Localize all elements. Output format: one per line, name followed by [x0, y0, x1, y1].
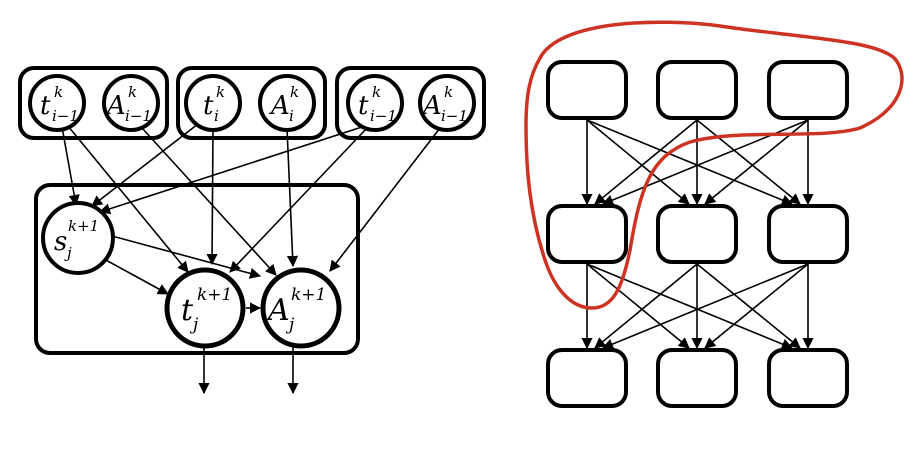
grid-edge-r1c2-to-r2c1 — [594, 119, 698, 205]
left-edges — [61, 123, 441, 395]
svg-text:j: j — [64, 244, 72, 262]
svg-text:i−1: i−1 — [125, 107, 152, 125]
svg-text:k: k — [54, 83, 63, 101]
edge-tprevb-to-s — [98, 125, 366, 215]
edge-s-to-t — [103, 258, 169, 295]
grid-edge-r2c3-to-r3c2 — [704, 263, 809, 349]
svg-text:s: s — [54, 227, 67, 257]
grid-node-r1-c3 — [767, 60, 849, 120]
svg-text:j: j — [285, 315, 295, 335]
grid-node-r2-c2 — [656, 204, 738, 264]
svg-text:A: A — [269, 91, 290, 121]
grid-node-r1-c1 — [546, 60, 628, 120]
svg-text:i−1: i−1 — [370, 107, 397, 125]
grid-node-r3-c1 — [546, 348, 628, 408]
svg-text:j: j — [189, 315, 199, 335]
node-t-prev-a: t k i−1 — [28, 74, 86, 132]
node-a-next: A k+1 j — [260, 267, 342, 349]
grid-edge-r1c2-to-r2c3 — [696, 119, 801, 205]
grid-edge-r1c1-to-r2c3 — [586, 119, 794, 206]
grid-edge-r2c2-to-r3c1 — [594, 263, 698, 349]
edge-tcur-to-s — [91, 123, 199, 207]
node-t-cur: t k i — [184, 74, 242, 132]
svg-text:k: k — [128, 83, 137, 101]
svg-text:t: t — [181, 293, 194, 328]
edge-tprevb-to-t — [229, 127, 368, 273]
edge-tcur-to-t — [206, 127, 218, 266]
svg-text:i: i — [289, 107, 294, 125]
grid-node-r3-c2 — [656, 348, 738, 408]
grid-node-r3-c3 — [767, 348, 849, 408]
node-a-cur: A k i — [258, 74, 316, 132]
svg-text:A: A — [265, 293, 290, 328]
svg-text:k: k — [290, 83, 299, 101]
left-graph: t k i−1 A k i−1 t k i A k i t k i−1 — [18, 66, 486, 395]
highlight-outline — [524, 20, 904, 310]
grid-node-r2-c3 — [767, 204, 849, 264]
grid-edge-r2c3-to-r3c1 — [601, 263, 809, 350]
grid-node-r1-c2 — [656, 60, 738, 120]
svg-text:t: t — [358, 91, 369, 121]
node-a-prev-a: A k i−1 — [102, 74, 160, 132]
svg-text:k: k — [216, 83, 225, 101]
right-graph — [524, 20, 904, 408]
edge-aprevb-to-a — [329, 127, 441, 272]
node-t-next: t k+1 j — [164, 267, 246, 349]
svg-text:k: k — [372, 83, 381, 101]
svg-text:i: i — [214, 107, 219, 125]
grid-edge-r1c1-to-r2c2 — [586, 119, 690, 205]
grid-edge-r2c1-to-r3c2 — [586, 263, 690, 349]
svg-text:k: k — [444, 83, 453, 101]
node-a-prev-b: A k i−1 — [418, 74, 476, 132]
svg-text:A: A — [421, 91, 442, 121]
grid-edge-r2c2-to-r3c3 — [696, 263, 801, 349]
edge-tprev-a-to-t — [67, 125, 189, 273]
grid-edge-r2c1-to-r3c3 — [586, 263, 794, 350]
svg-text:k+1: k+1 — [291, 285, 326, 305]
svg-text:k+1: k+1 — [197, 285, 232, 305]
edge-tprev-a-to-s — [61, 126, 80, 207]
svg-text:k+1: k+1 — [68, 217, 99, 235]
svg-text:i−1: i−1 — [52, 107, 79, 125]
edge-s-to-a — [111, 235, 262, 279]
grid-node-r2-c1 — [546, 204, 628, 264]
node-t-prev-b: t k i−1 — [346, 74, 404, 132]
edge-aprev-a-to-a — [141, 127, 277, 276]
svg-text:i−1: i−1 — [441, 107, 468, 125]
node-s-next: s k+1 j — [41, 201, 115, 275]
svg-text:A: A — [105, 91, 126, 121]
svg-text:t: t — [40, 91, 51, 121]
svg-text:t: t — [203, 91, 214, 121]
